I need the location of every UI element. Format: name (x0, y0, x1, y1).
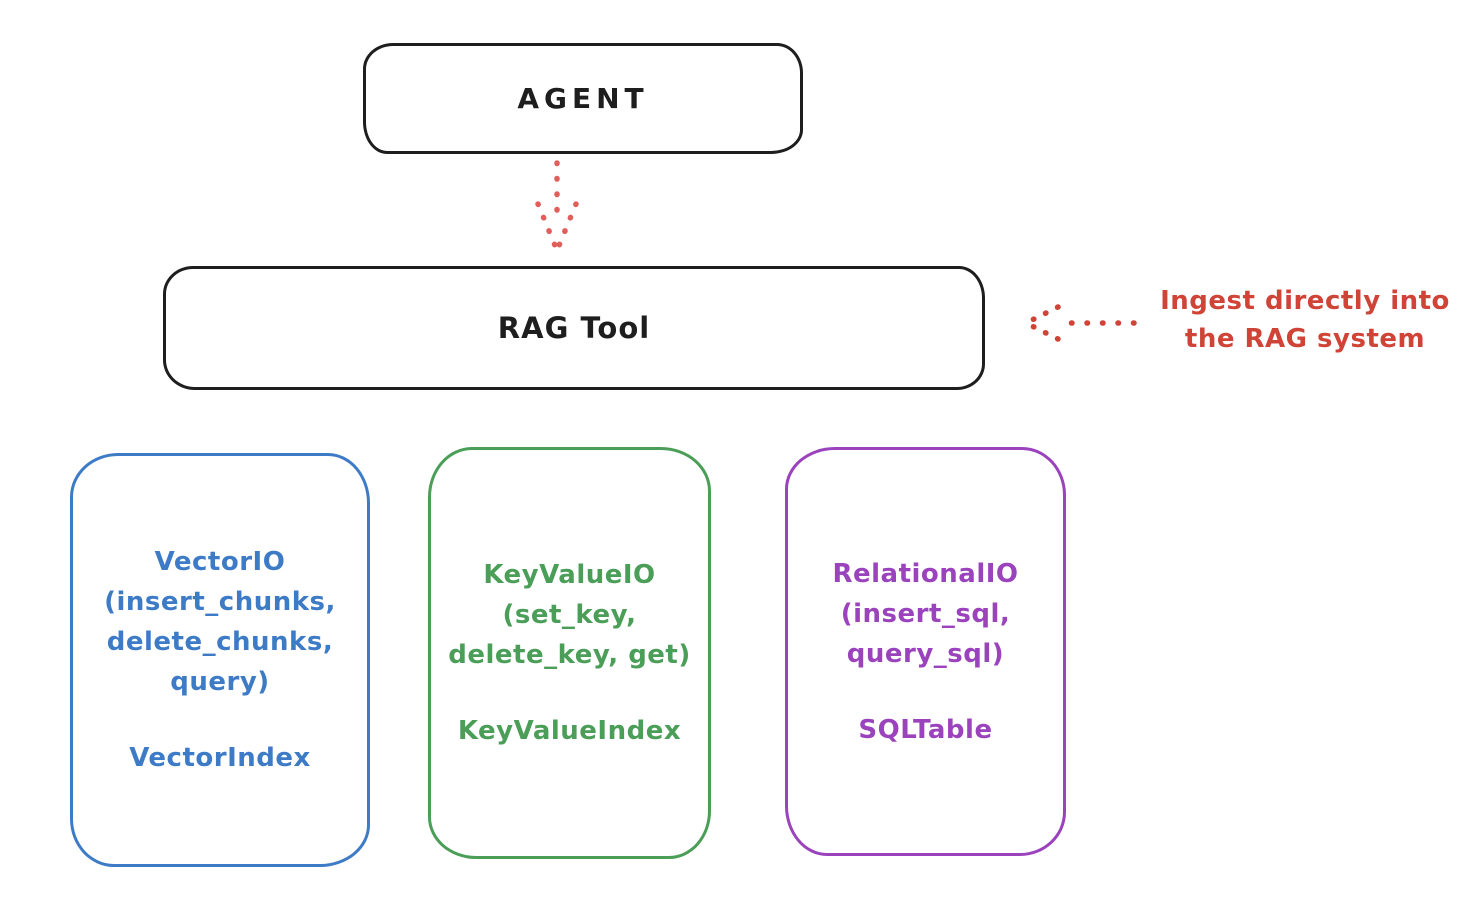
vector-io-method: (insert_chunks, (104, 587, 336, 617)
dotted-arrow-left-icon (1023, 304, 1137, 342)
vector-index-label: VectorIndex (129, 743, 311, 773)
relational-io-method: (insert_sql, (840, 598, 1011, 629)
relational-io-method: query_sql) (846, 638, 1005, 669)
vector-io-title: VectorIO (154, 547, 286, 577)
keyvalue-io-method: (set_key, (502, 600, 637, 630)
agent-node: AGENT (363, 43, 803, 154)
keyvalue-io-node: KeyValueIO (set_key, delete_key, get) Ke… (428, 447, 711, 859)
ingest-annotation-line2: the RAG system (1184, 324, 1426, 354)
rag-tool-node: RAG Tool (163, 266, 985, 390)
vector-io-method: query) (170, 667, 270, 697)
agent-node-label: AGENT (517, 82, 649, 115)
ingest-annotation-line1: Ingest directly into (1160, 286, 1450, 316)
dotted-arrow-down-icon (535, 160, 579, 251)
rag-tool-node-label: RAG Tool (497, 311, 651, 345)
ingest-annotation: Ingest directly into the RAG system (1130, 282, 1480, 358)
relational-io-title: RelationalIO (832, 558, 1019, 589)
sql-table-label: SQLTable (858, 714, 993, 745)
keyvalue-io-method: delete_key, get) (448, 640, 691, 670)
vector-io-node: VectorIO (insert_chunks, delete_chunks, … (70, 453, 370, 867)
keyvalue-io-title: KeyValueIO (483, 560, 656, 590)
vector-io-method: delete_chunks, (106, 627, 334, 657)
relational-io-node: RelationalIO (insert_sql, query_sql) SQL… (785, 447, 1066, 856)
keyvalue-index-label: KeyValueIndex (457, 716, 682, 746)
